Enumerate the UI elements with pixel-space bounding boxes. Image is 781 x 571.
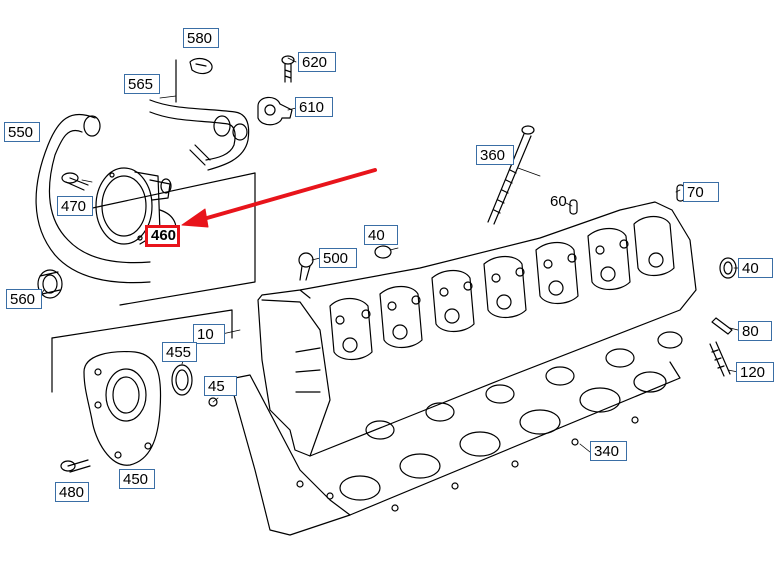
callout-10: 10	[193, 324, 225, 344]
callout-360: 360	[476, 145, 514, 165]
bracket-610	[257, 96, 293, 126]
screw-620	[281, 55, 295, 83]
callout-550: 550	[4, 122, 40, 142]
callout-60: 60	[550, 193, 567, 210]
callout-450: 450	[119, 469, 155, 489]
callout-40-left: 40	[364, 225, 398, 245]
head-gasket-340	[224, 361, 681, 536]
callout-45: 45	[204, 376, 237, 396]
callout-455: 455	[162, 342, 197, 362]
highlight-arrow	[181, 168, 377, 228]
cap-40-left	[374, 245, 392, 259]
screw-480	[60, 459, 91, 473]
clamp-580	[189, 57, 213, 75]
hose-550	[35, 113, 151, 284]
hose-565	[149, 99, 250, 171]
lower-group-frame	[51, 309, 233, 339]
bolt-360	[487, 125, 535, 225]
callout-560: 560	[6, 289, 42, 309]
leader-lines	[39, 57, 739, 453]
callout-40-right: 40	[738, 258, 773, 278]
callout-80: 80	[738, 321, 772, 341]
callout-480: 480	[55, 482, 89, 502]
bolt-500	[298, 252, 314, 281]
callout-460-highlighted: 460	[145, 225, 180, 247]
callout-610: 610	[295, 97, 333, 117]
stud-120	[709, 341, 731, 377]
plug-560	[37, 269, 63, 299]
o-ring-45	[208, 397, 218, 407]
callout-70: 70	[683, 182, 719, 202]
callout-340: 340	[590, 441, 627, 461]
callout-620: 620	[298, 52, 336, 72]
callout-470: 470	[57, 196, 93, 216]
pin-60	[569, 199, 578, 215]
screw-470	[61, 172, 89, 191]
dowel-80	[711, 317, 733, 335]
seal-455	[171, 364, 193, 396]
callout-580: 580	[183, 28, 219, 48]
upper-group-frame	[119, 172, 256, 306]
callout-500: 500	[319, 248, 357, 268]
callout-120: 120	[736, 362, 774, 382]
cylinder-head-10	[257, 201, 697, 457]
cover-450	[83, 350, 162, 466]
callout-565: 565	[124, 74, 160, 94]
